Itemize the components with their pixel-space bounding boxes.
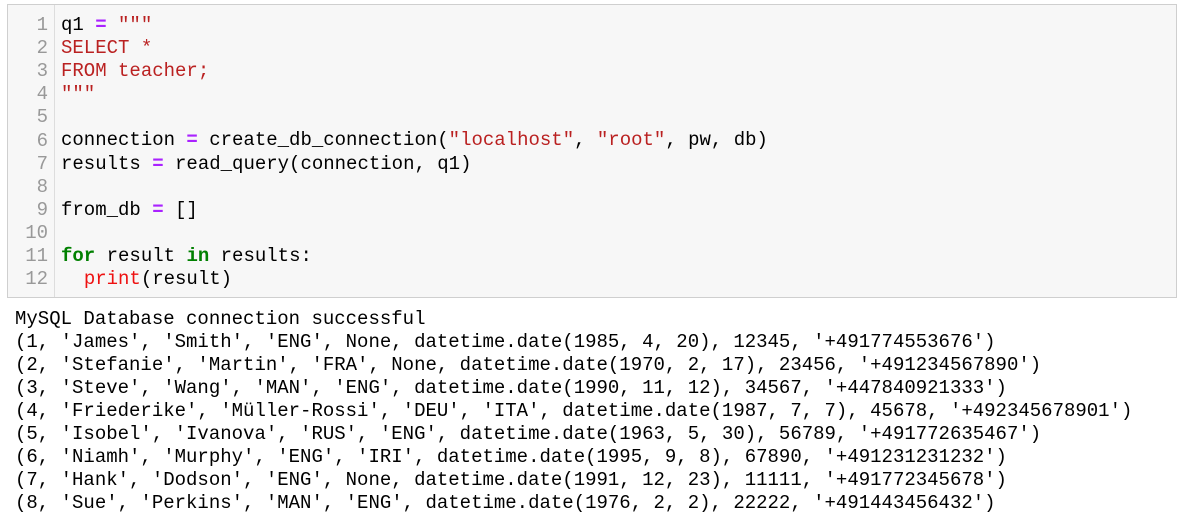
code-token: result [95,244,187,267]
code-token: = [186,129,198,152]
code-token: in [186,244,210,267]
code-token: , [574,129,597,152]
output-line: (1, 'James', 'Smith', 'ENG', None, datet… [15,331,996,353]
output-line: (3, 'Steve', 'Wang', 'MAN', 'ENG', datet… [15,377,1007,399]
output-line: (7, 'Hank', 'Dodson', 'ENG', None, datet… [15,469,1007,491]
code-line: from_db = [] [61,199,768,222]
code-token: , pw, db) [665,129,768,152]
code-line: """ [61,83,768,106]
line-number: 11 [25,245,48,267]
line-number: 12 [25,268,48,291]
code-token: connection [61,129,187,152]
line-number: 5 [36,106,48,129]
code-token: create_db_connection( [197,129,449,152]
code-token: "root" [596,129,666,152]
code-token: q1 [61,14,96,36]
code-token: print [83,268,141,291]
cell-output: MySQL Database connection successful(1, … [15,308,1132,515]
output-line: (6, 'Niamh', 'Murphy', 'ENG', 'IRI', dat… [15,446,1007,468]
code-token [61,268,84,290]
output-line: (5, 'Isobel', 'Ivanova', 'RUS', 'ENG', d… [15,423,1042,445]
code-line: print(result) [61,268,768,291]
code-token: SELECT * [61,37,153,60]
output-line: (4, 'Friederike', 'Müller-Rossi', 'DEU',… [15,400,1133,422]
line-number: 6 [36,129,48,152]
code-editor[interactable]: q1 = """SELECT *FROM teacher;"""connecti… [61,14,768,291]
code-line: connection = create_db_connection("local… [61,129,768,152]
output-line: (8, 'Sue', 'Perkins', 'MAN', 'ENG', date… [15,492,996,514]
code-token: = [152,152,164,175]
code-token: "localhost" [448,129,575,152]
line-number: 3 [36,60,48,83]
code-token: """ [106,14,153,36]
code-line [61,222,768,245]
code-line: q1 = """ [61,14,768,37]
code-line: results = read_query(connection, q1) [61,153,768,176]
code-token: (result) [140,268,233,291]
code-line: FROM teacher; [61,60,768,83]
code-token: FROM teacher; [61,60,210,83]
line-number: 1 [36,14,48,36]
code-token: results: [209,244,312,267]
code-token: results [61,152,153,175]
line-number: 8 [36,175,48,198]
code-token: for [61,244,96,267]
line-number: 10 [25,221,48,244]
code-token: = [152,198,164,221]
code-token: read_query(connection, q1) [163,152,472,175]
line-number: 9 [36,198,48,221]
output-line: MySQL Database connection successful [15,308,426,330]
code-line [61,176,768,199]
code-line: SELECT * [61,37,768,60]
code-token: [] [163,198,198,221]
line-number: 2 [36,37,48,60]
code-token: = [95,14,107,36]
code-line: for result in results: [61,245,768,268]
code-token: """ [61,83,96,106]
output-line: (2, 'Stefanie', 'Martin', 'FRA', None, d… [15,354,1042,376]
line-number: 7 [36,152,48,175]
line-number: 4 [36,83,48,106]
code-line [61,106,768,129]
code-token: from_db [61,198,153,221]
